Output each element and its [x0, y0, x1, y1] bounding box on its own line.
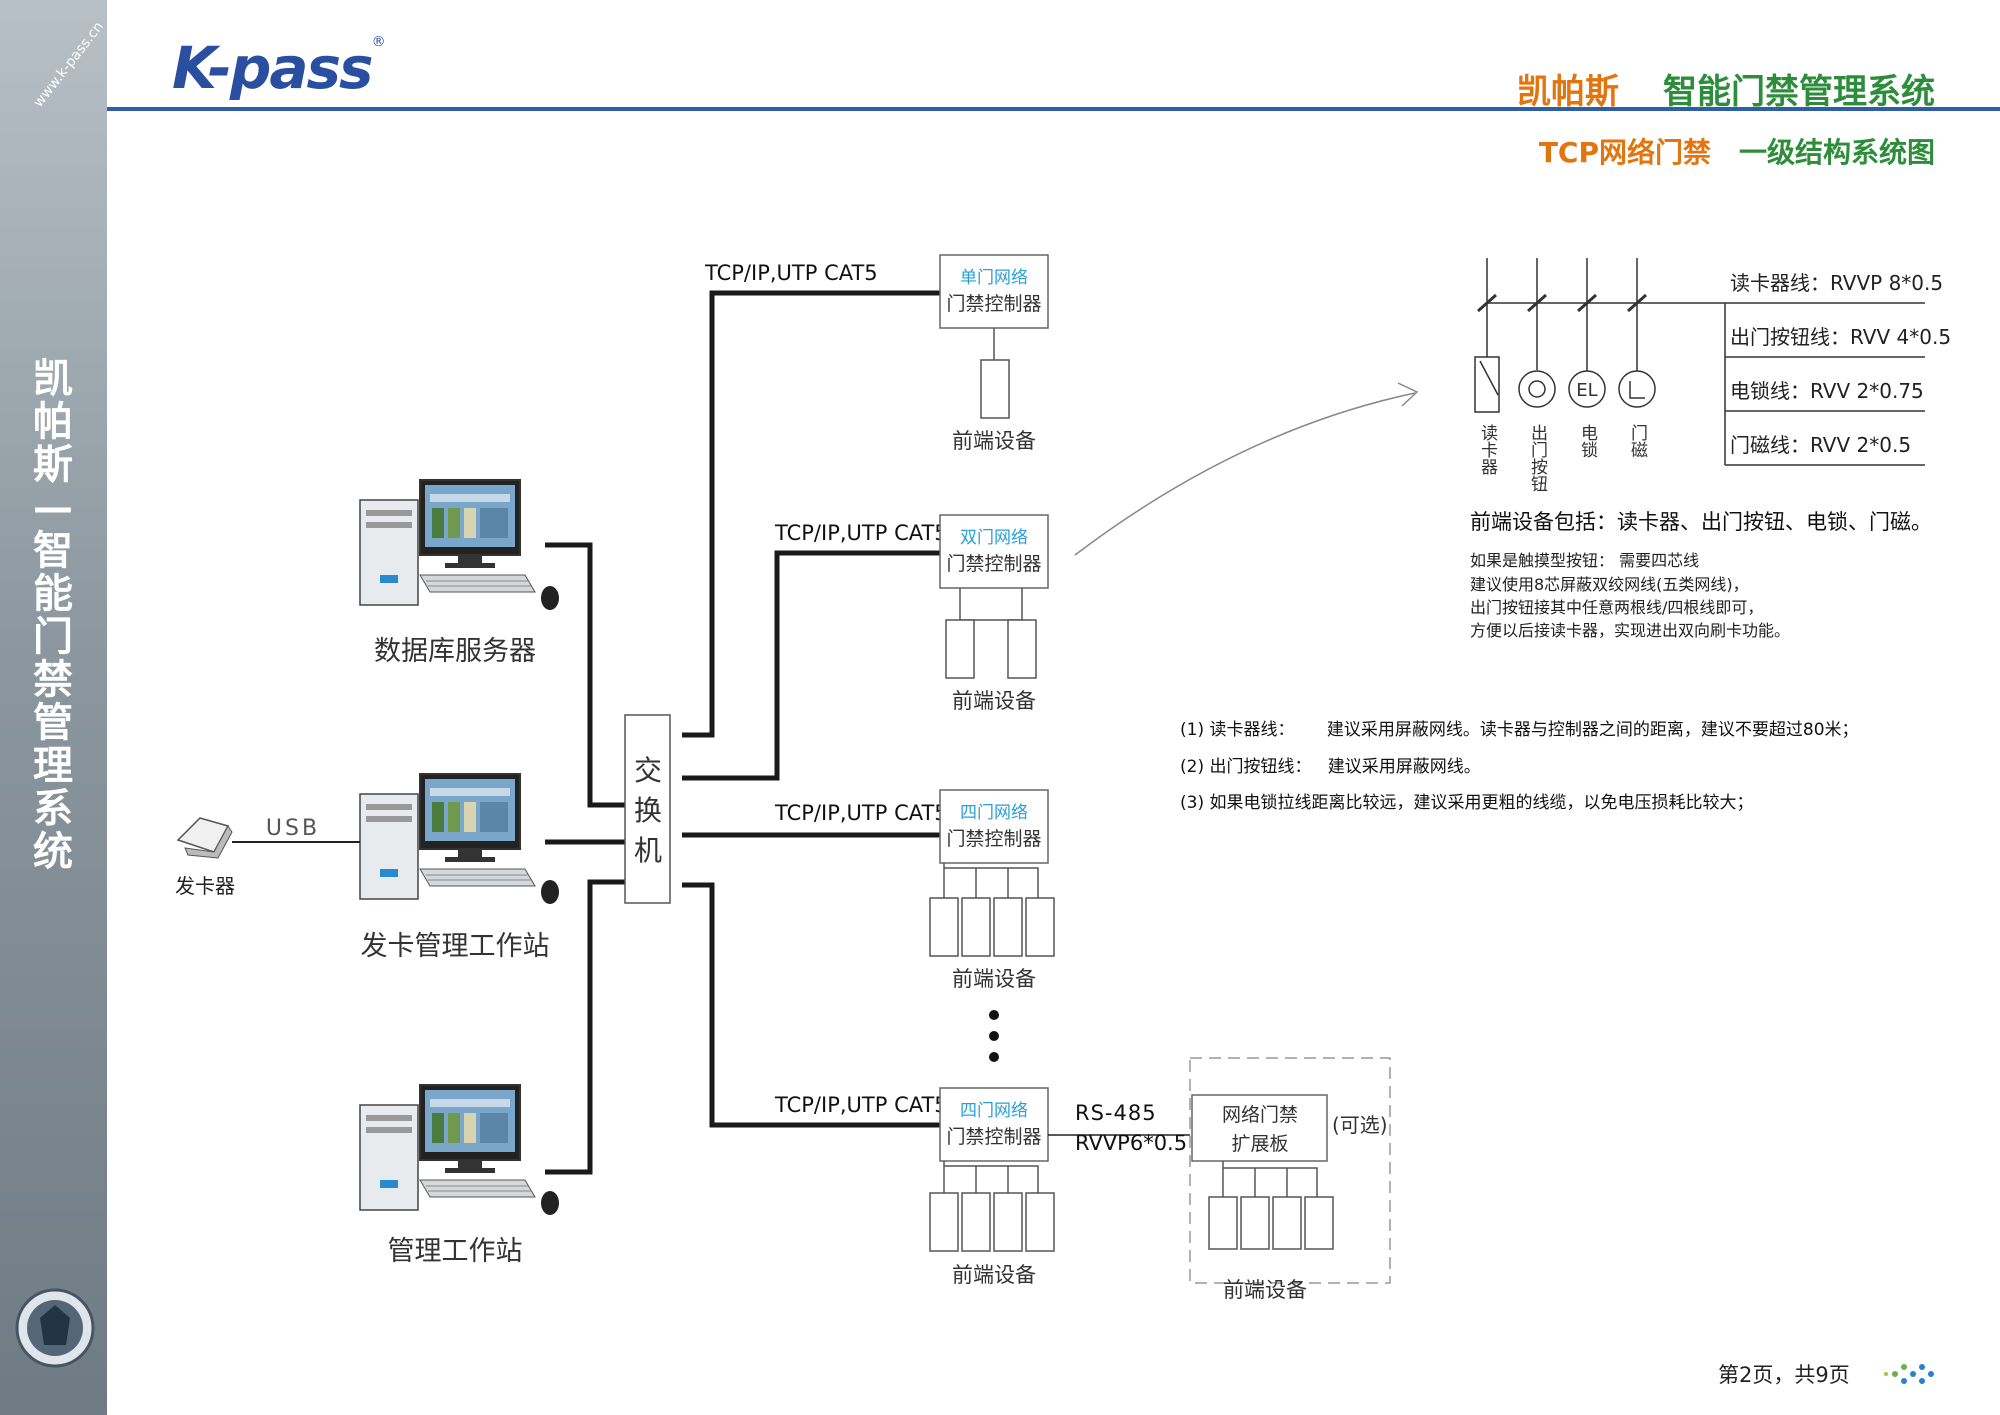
controller-single-door: 单门网络 门禁控制器 前端设备: [939, 254, 1049, 453]
card-issuer-label: 发卡器: [175, 874, 235, 898]
card-station-computer-icon: [359, 773, 560, 905]
cable-lock: 电锁线：RVV 2*0.75: [1730, 379, 1924, 403]
switch-char-2: 换: [634, 794, 662, 827]
controller-3-type: 四门网络: [960, 803, 1028, 823]
device-exit-button-label: 出门按钮: [1527, 424, 1548, 492]
db-server-computer-icon: [359, 479, 560, 611]
recommendation-3: (3) 如果电锁拉线距离比较远，建议采用更粗的线缆，以免电压损耗比较大；: [1180, 793, 1753, 813]
controller-4-type: 四门网络: [960, 1101, 1028, 1121]
sidebar-title-char: 统: [33, 829, 73, 875]
controller-double-door: 双门网络 门禁控制器 前端设备: [939, 514, 1049, 713]
card-station-label: 发卡管理工作站: [361, 931, 550, 962]
footer-dot-mark: [1884, 1364, 1934, 1384]
usb-label: USB: [266, 816, 320, 841]
controller-4-name: 门禁控制器: [946, 1126, 1041, 1148]
db-server-label: 数据库服务器: [374, 636, 536, 667]
expansion-front-end-devices: [1208, 1161, 1334, 1250]
logo-registered-mark: ®: [371, 34, 386, 50]
mgmt-station-label: 管理工作站: [388, 1236, 523, 1267]
recommendation-2: (2) 出门按钮线： 建议采用屏蔽网线。: [1180, 757, 1481, 777]
detail-pointer-arrow: [1397, 382, 1419, 407]
controller-1-type: 单门网络: [960, 268, 1028, 288]
detail-pointer-curve: [1074, 392, 1416, 556]
subtitle-right: 一级结构系统图: [1738, 136, 1935, 169]
page-number: 第2页，共9页: [1718, 1363, 1850, 1387]
network-label-4: TCP/IP,UTP CAT5: [774, 1093, 948, 1117]
sidebar-title-char: 能: [33, 571, 73, 617]
network-label-3: TCP/IP,UTP CAT5: [774, 801, 948, 825]
wiring-note-4: 方便以后接读卡器，实现进出双向刷卡功能。: [1470, 621, 1790, 640]
sidebar-title-char: 系: [33, 786, 73, 832]
sidebar-title-char: 斯: [33, 442, 73, 488]
computer-switch-cables: [545, 542, 625, 1175]
switch-char-1: 交: [634, 754, 662, 787]
rs485-label: RS-485: [1075, 1101, 1157, 1125]
device-reader-label: 读卡器: [1477, 424, 1498, 475]
header-rule: [107, 107, 2000, 111]
network-switch: [624, 714, 671, 904]
page-subtitle: TCP网络门禁一级结构系统图: [1539, 131, 1935, 171]
sidebar: www.k-pass.cn 凯帕斯—智能门禁管理系统: [0, 0, 107, 1415]
network-label-1: TCP/IP,UTP CAT5: [704, 261, 878, 285]
controller-1-name: 门禁控制器: [946, 293, 1041, 315]
sidebar-title-char: 智: [33, 528, 73, 574]
controller-2-type: 双门网络: [960, 528, 1028, 548]
controller-four-door-1: 四门网络 门禁控制器 前端设备: [929, 789, 1055, 991]
el-symbol: EL: [1576, 380, 1597, 401]
expansion-line2: 扩展板: [1231, 1133, 1288, 1155]
wiring-detail: [1474, 258, 1925, 466]
sidebar-vertical-title: 凯帕斯—智能门禁管理系统: [33, 356, 73, 875]
mgmt-station-computer-icon: [359, 1084, 560, 1216]
wiring-note-1: 如果是触摸型按钮： 需要四芯线: [1470, 551, 1699, 570]
cable-exit-button: 出门按钮线：RVV 4*0.5: [1730, 325, 1951, 349]
sidebar-title-char: 禁: [33, 657, 73, 703]
logo-text: K-pass: [172, 34, 374, 102]
sidebar-title-char: 帕: [33, 399, 73, 445]
front-end-label-1: 前端设备: [952, 429, 1036, 453]
sidebar-title-char: 管: [33, 700, 73, 746]
sidebar-graphics: www.k-pass.cn 凯帕斯—智能门禁管理系统: [15, 19, 107, 1368]
cable-reader: 读卡器线：RVVP 8*0.5: [1730, 271, 1943, 295]
recommendation-1: (1) 读卡器线： 建议采用屏蔽网线。读卡器与控制器之间的距离，建议不要超过80…: [1180, 720, 1859, 740]
front-end-label-2: 前端设备: [952, 689, 1036, 713]
switch-controller-cables: [682, 290, 940, 1128]
rs485-cable-spec: RVVP6*0.5: [1075, 1131, 1187, 1155]
sidebar-title-char: —: [33, 485, 73, 531]
optional-expansion-frame: [1189, 1057, 1391, 1284]
front-end-label-5: 前端设备: [1223, 1278, 1307, 1302]
controller-3-name: 门禁控制器: [946, 828, 1041, 850]
network-label-2: TCP/IP,UTP CAT5: [774, 521, 948, 545]
more-controllers-dots: [989, 1010, 999, 1062]
switch-char-3: 机: [634, 834, 662, 867]
company-title: 凯帕斯 智能门禁管理系统: [1517, 64, 1935, 113]
controller-four-door-2: 四门网络 门禁控制器 前端设备: [929, 1087, 1055, 1287]
sidebar-seal: [15, 1288, 95, 1368]
brand-name: 凯帕斯: [1517, 72, 1619, 112]
expansion-line1: 网络门禁: [1222, 1104, 1298, 1126]
subtitle-left: TCP网络门禁: [1538, 136, 1711, 169]
card-issuer-icon: [176, 817, 233, 859]
system-name: 智能门禁管理系统: [1663, 72, 1935, 112]
device-lock-label: 电锁: [1577, 424, 1598, 458]
device-door-sensor-label: 门磁: [1627, 424, 1648, 458]
sidebar-title-char: 门: [33, 614, 73, 660]
expansion-optional-label: (可选): [1332, 1113, 1388, 1137]
k-pass-logo: K-pass®: [172, 34, 386, 102]
cable-door-sensor: 门磁线：RVV 2*0.5: [1730, 433, 1911, 457]
wiring-note-3: 出门按钮接其中任意两根线/四根线即可，: [1470, 598, 1763, 617]
wiring-note-2: 建议使用8芯屏蔽双绞网线(五类网线)，: [1470, 575, 1749, 594]
expansion-board: 网络门禁 扩展板: [1191, 1094, 1328, 1162]
sidebar-title-char: 理: [33, 743, 73, 789]
front-end-label-3: 前端设备: [952, 967, 1036, 991]
front-end-includes: 前端设备包括：读卡器、出门按钮、电锁、门磁。: [1470, 510, 1932, 534]
front-end-label-4: 前端设备: [952, 1263, 1036, 1287]
sidebar-title-char: 凯: [33, 356, 73, 402]
controller-2-name: 门禁控制器: [946, 553, 1041, 575]
